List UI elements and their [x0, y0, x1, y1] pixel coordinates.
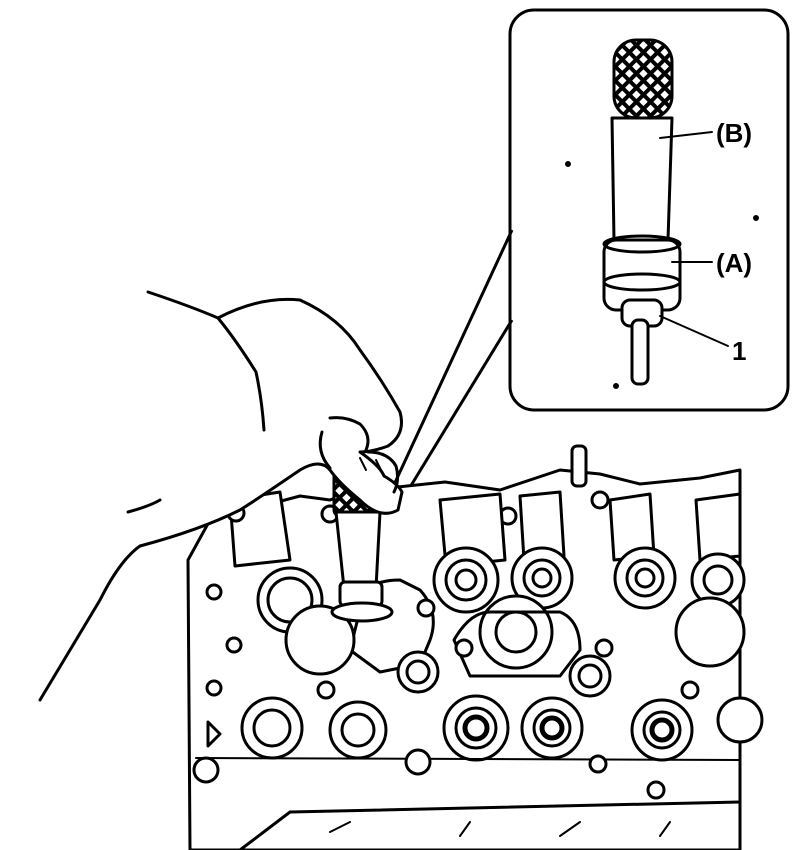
tool-body-in-use [334, 510, 382, 590]
callout-label-a: (A) [716, 248, 752, 278]
valve-stem [630, 318, 650, 386]
tool-knurled-grip [612, 38, 674, 120]
installer-tool-detail [602, 38, 729, 386]
hand-illustration [38, 290, 404, 702]
stud [570, 444, 588, 488]
arm-and-hand [38, 290, 404, 702]
detail-inset [508, 8, 790, 412]
cylinder-head-deck [238, 800, 742, 850]
callout-label-b: (B) [716, 118, 752, 148]
callout-label-1: 1 [732, 336, 746, 366]
tool-body-b [610, 116, 674, 242]
cylinder-head [186, 444, 764, 850]
inset-pointer-lines [378, 229, 514, 521]
